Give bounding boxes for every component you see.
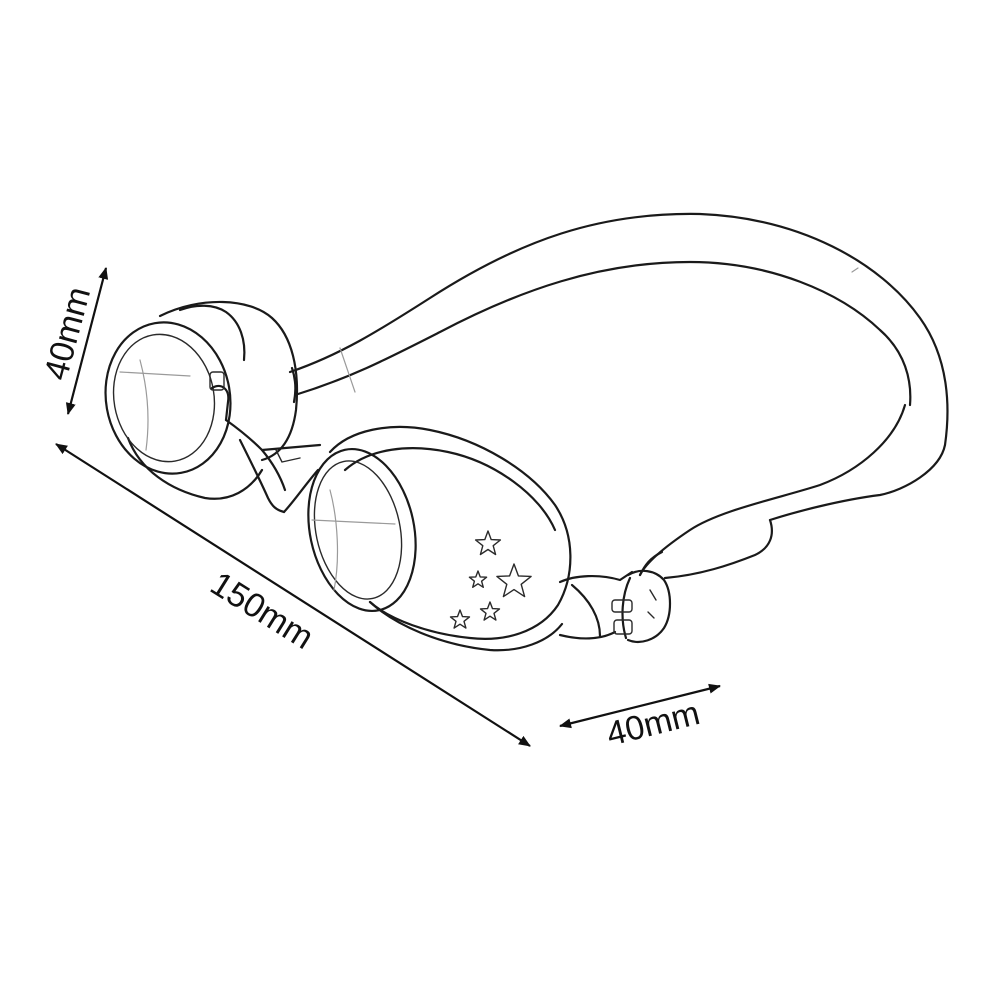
star-decorations [449,530,532,629]
width-dimension: 40mm [559,683,721,754]
width-arrow [559,683,721,729]
star-icon [496,563,532,598]
height-dimension: 40mm [37,267,109,415]
left-eyecup [104,300,299,500]
star-icon [474,530,502,556]
height-arrow [65,267,109,415]
nose-bridge [224,418,322,514]
strap [288,212,949,580]
right-buckle [558,550,672,644]
star-icon [479,601,501,621]
length-arrow [55,443,531,747]
length-dimension: 150mm [55,443,531,747]
length-label: 150mm [204,565,320,657]
star-icon [468,570,488,588]
star-icon [449,609,471,629]
right-eyecup [307,425,572,652]
